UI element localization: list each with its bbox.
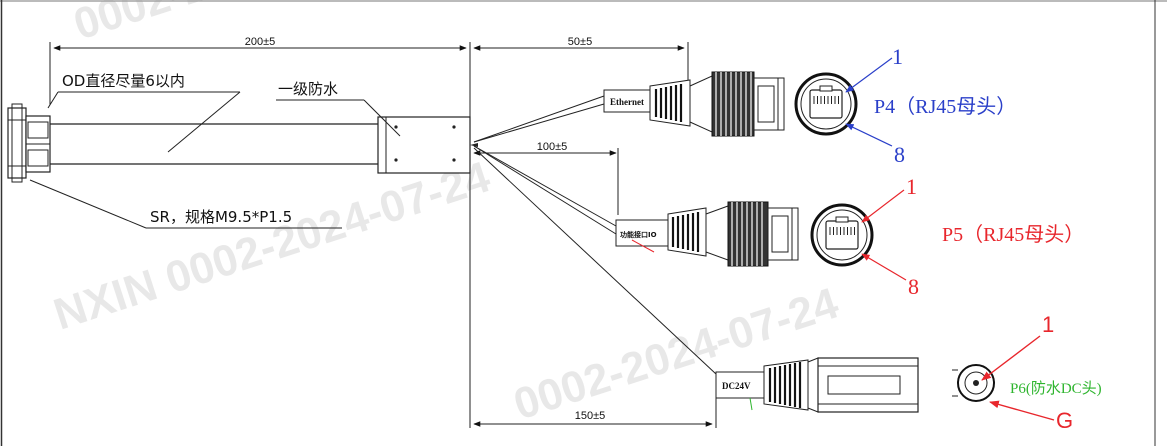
p4-rj45-face: [794, 72, 858, 136]
p5-pin-last: 8: [908, 274, 919, 299]
waterproof-annotation: 一级防水: [276, 80, 401, 137]
dc-tag: DC24V: [722, 381, 751, 391]
dimension-function-length: 100±5: [473, 141, 619, 215]
dc-plug: DC24V: [715, 357, 919, 413]
waterproof-splitter-block: [377, 116, 478, 174]
main-cable: [50, 123, 378, 165]
p6-pin-ground: G: [1056, 408, 1073, 433]
sr-annotation: SR，规格M9.5*P1.5: [29, 179, 342, 229]
p6-dc-face: [952, 364, 995, 402]
p4-pin-callouts: 1 8 P4（RJ45母头）: [845, 44, 1016, 167]
p5-label: P5（RJ45母头）: [942, 223, 1084, 246]
sr-panel-connector: [7, 103, 51, 183]
sr-note: SR，规格M9.5*P1.5: [150, 208, 292, 226]
dimension-dc-length: 150±5: [469, 173, 717, 428]
ethernet-tag: Ethernet: [610, 97, 644, 107]
p6-label: P6(防水DC头): [1010, 380, 1102, 397]
ethernet-plug: Ethernet: [603, 71, 785, 137]
p6-pin-first: 1: [1042, 312, 1054, 337]
dimension-ethernet-length: 50±5: [473, 36, 689, 85]
p5-rj45-face: [810, 203, 874, 267]
waterproof-note: 一级防水: [278, 80, 338, 98]
branch-wires: [473, 95, 717, 375]
watermark-text: 0002-2024-07-24: [68, 0, 405, 50]
od-annotation: OD直径尽量6以内: [47, 72, 241, 153]
function-tag: 功能接口IO: [620, 230, 657, 239]
p6-pin-callouts: 1 G P6(防水DC头): [981, 312, 1102, 433]
p5-pin-first: 1: [906, 174, 917, 199]
p5-pin-callouts: 1 8 P5（RJ45母头）: [861, 174, 1084, 299]
dc-length-label: 150±5: [575, 410, 606, 422]
function-length-label: 100±5: [537, 141, 568, 153]
function-io-plug: 功能接口IO: [615, 201, 799, 267]
od-note: OD直径尽量6以内: [62, 72, 185, 90]
main-length-label: 200±5: [245, 36, 276, 48]
p4-pin-last: 8: [894, 142, 905, 167]
ethernet-length-label: 50±5: [568, 36, 592, 48]
dimension-main-length: 200±5: [49, 36, 471, 118]
p4-label: P4（RJ45母头）: [874, 95, 1016, 118]
p4-pin-first: 1: [892, 44, 903, 69]
watermark-text: NXIN 0002-2024-07-24: [48, 152, 496, 339]
